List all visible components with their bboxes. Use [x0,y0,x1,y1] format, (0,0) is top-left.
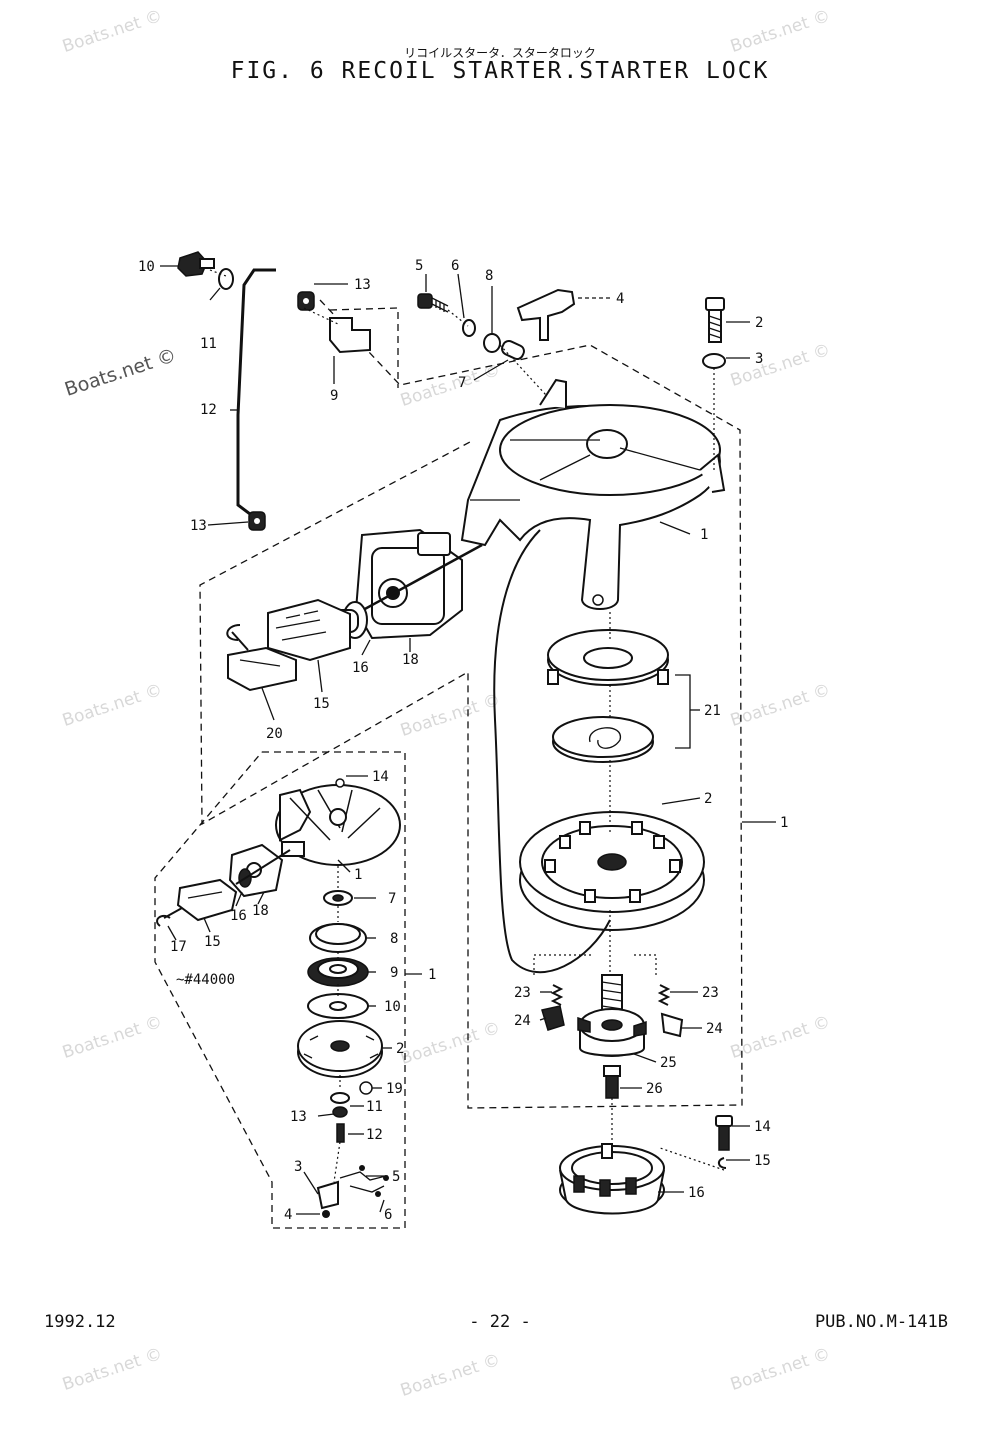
callout-label: 16 [688,1185,705,1201]
callout-label: 4 [616,291,624,307]
recoil-spring-21 [547,629,669,763]
callout-label: 6 [384,1207,392,1223]
callout-label: 15 [754,1153,771,1169]
starter-reel-2 [519,811,705,931]
callout-label: 24 [706,1021,723,1037]
starter-handle-15 [267,598,351,662]
callout-label: 7 [388,891,396,907]
callout-label: 14 [372,769,389,785]
callout-label: 17 [170,939,187,955]
callout-label: 11 [366,1099,383,1115]
callout-label: 13 [190,518,207,534]
callout-label: 12 [366,1127,383,1143]
bolt-14-right [715,1115,733,1151]
callout-label: 1 [428,967,436,983]
alignment-lines [209,269,725,1171]
alignment-lines-early [333,866,341,1183]
callout-label: 13 [354,277,371,293]
ratchet-spring [601,974,623,1013]
assembly-boundaries [154,299,743,1229]
rope-knot-17 [156,907,183,927]
footer-page-number: - 22 - [469,1312,531,1332]
callout-label: 5 [392,1169,400,1185]
washer-6 [462,319,476,337]
callout-label: 1 [780,815,788,831]
callout-label: 23 [514,985,531,1001]
spring-23-left [550,984,564,1006]
callout-label: 15 [313,696,330,712]
starter-handle-15-early [176,878,238,922]
bolt-10 [177,251,215,277]
callout-label: 20 [266,726,283,742]
callout-label: 15 [204,934,221,950]
ratchet-25 [577,1008,647,1057]
footer-date: 1992.12 [44,1312,116,1332]
callout-label: 3 [755,351,763,367]
starter-rope-upper [362,543,483,612]
callout-label: 13 [290,1109,307,1125]
callout-label: 2 [755,315,763,331]
callout-label: 25 [660,1055,677,1071]
figure-title: FIG. 6 RECOIL STARTER.STARTER LOCK [230,58,770,84]
callout-labels: 10 11 12 13 9 13 5 6 8 7 4 2 3 1 16 18 1… [138,258,788,1223]
starter-housing-1 [460,378,726,610]
leader-lines [160,265,776,1215]
serial-note: ~#44000 [176,972,235,988]
callout-label: 24 [514,1013,531,1029]
footer-publication-number: PUB.NO.M-141B [814,1312,948,1332]
lower-stack-early [297,890,383,1143]
callout-label: 7 [458,375,466,391]
callout-label: 9 [390,965,398,981]
callout-label: 5 [415,258,423,274]
pawl-24-left [541,1005,565,1031]
callout-label: 14 [754,1119,771,1135]
spring-23-right [657,984,671,1006]
washer-11 [218,268,234,290]
rod-end-13-upper [297,291,315,311]
callout-label: 8 [485,268,493,284]
bolt-26 [603,1065,621,1099]
callout-label: 3 [294,1159,302,1175]
callout-label: 16 [230,908,247,924]
bracket-21 [675,674,691,749]
callout-label: 19 [386,1081,403,1097]
callout-label: 23 [702,985,719,1001]
bracket-9 [329,317,371,354]
bolt-2-upper [705,297,725,343]
lock-linkage-early [316,1165,389,1218]
callout-label: 26 [646,1081,663,1097]
starter-cup-16-right [559,1143,665,1215]
handle-insert-20 [227,646,297,692]
starter-rope-early [235,849,291,885]
rod-end-13-lower [248,511,266,531]
callout-label: 18 [402,652,419,668]
rope-knot [226,624,249,651]
clip-15-right [718,1157,727,1169]
callout-label: 6 [451,258,459,274]
callout-label: 12 [200,402,217,418]
subtitle-japanese: リコイルスタータ．スタータロック [404,46,596,60]
starter-rope-loop [493,529,611,974]
callout-label: 21 [704,703,721,719]
callout-label: 10 [138,259,155,275]
callout-label: 10 [384,999,401,1015]
callout-label: 1 [354,867,362,883]
link-rod-12 [236,268,276,519]
pawl-24-right [660,1012,684,1038]
callout-label: 1 [700,527,708,543]
washer-3 [702,353,726,369]
lock-lever-4 [516,288,576,341]
spring-8 [483,333,501,353]
callout-label: 2 [704,791,712,807]
callout-label: 11 [200,336,217,352]
callout-label: 4 [284,1207,292,1223]
starter-housing-1-early [275,778,401,866]
callout-label: 16 [352,660,369,676]
screw-5 [417,293,449,313]
callout-label: 18 [252,903,269,919]
callout-label: 9 [330,388,338,404]
callout-label: 8 [390,931,398,947]
callout-label: 2 [396,1041,404,1057]
